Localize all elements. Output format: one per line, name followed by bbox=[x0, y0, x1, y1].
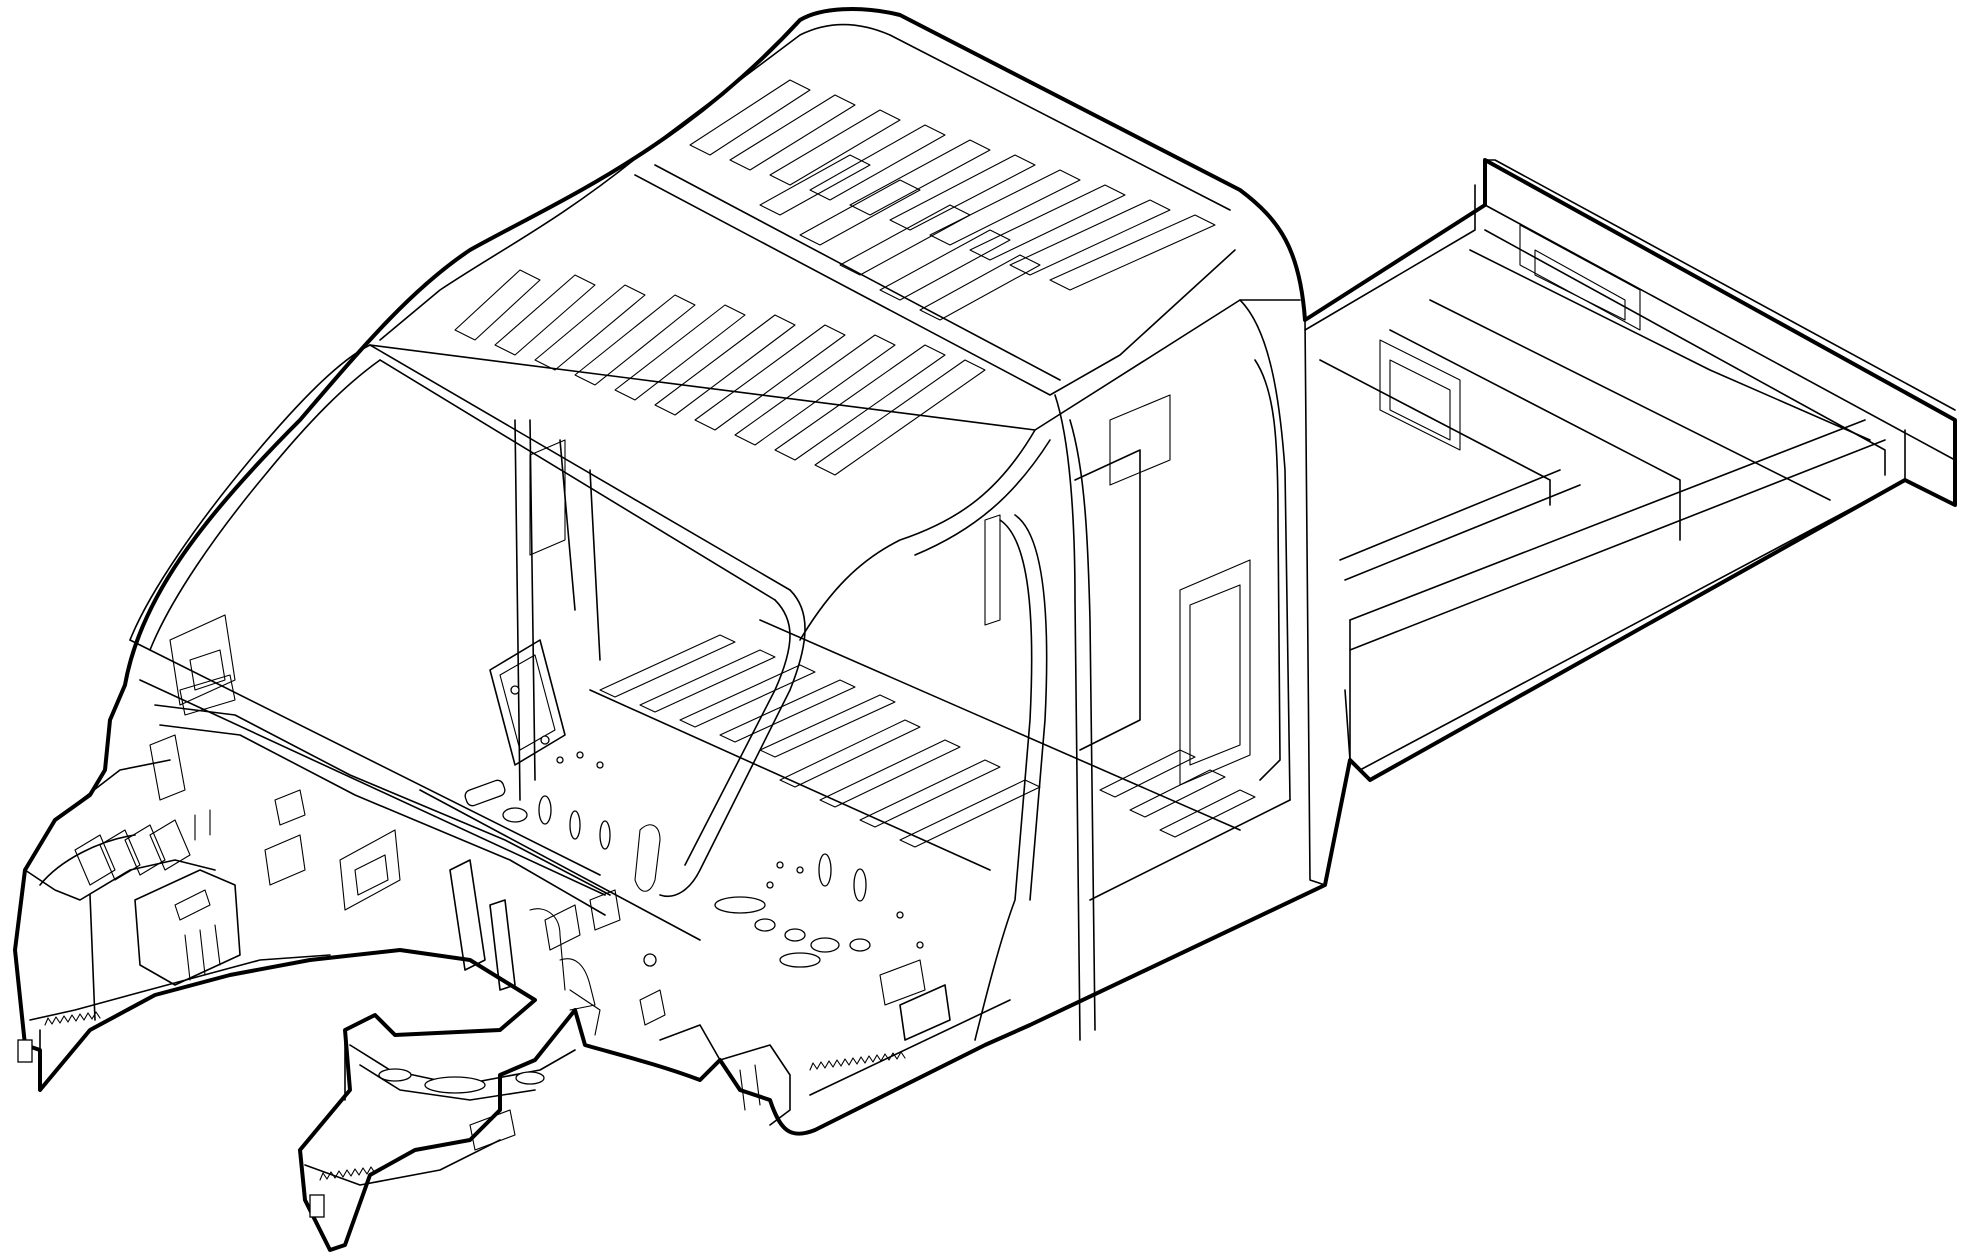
front-apron-right bbox=[304, 829, 1011, 1218]
windshield-frame bbox=[129, 344, 806, 897]
door-opening bbox=[799, 299, 1326, 1041]
front-apron-left bbox=[17, 614, 331, 1086]
cowl-cross-member bbox=[154, 674, 666, 1026]
roof-panel bbox=[369, 23, 1301, 476]
floor-pan bbox=[419, 619, 1256, 968]
interior-back-wall bbox=[489, 394, 1251, 801]
rear-frame-extension bbox=[1304, 159, 1956, 781]
cab-outline bbox=[13, 7, 1957, 1252]
